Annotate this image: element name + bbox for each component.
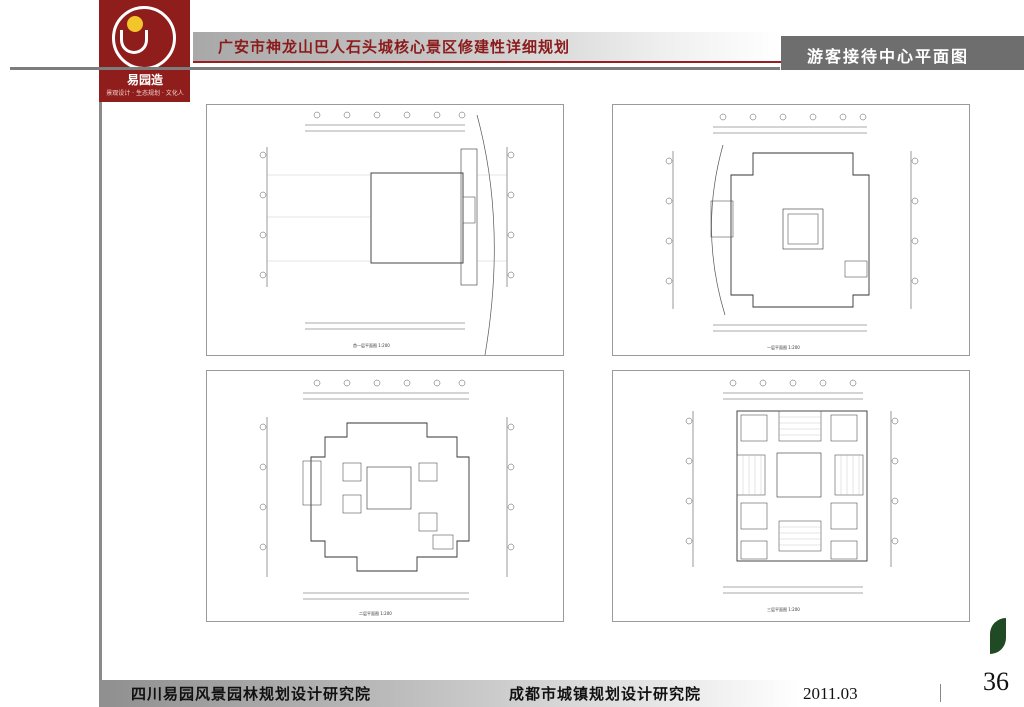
header-divider-gray [10, 67, 780, 70]
left-margin-rule [99, 102, 102, 682]
leaf-icon [990, 618, 1006, 654]
logo-swoosh-icon [120, 30, 148, 54]
floor-plan-2-drawing [665, 113, 919, 332]
floor-plan-1: 首一层平面图 1:200 [206, 104, 564, 356]
footer-institute-1: 四川易园风景园林规划设计研究院 [131, 685, 372, 703]
footer-date: 2011.03 [803, 684, 858, 703]
floor-plan-4: 三层平面图 1:200 [612, 370, 970, 622]
project-title-band: 广安市神龙山巴人石头城核心景区修建性详细规划 [193, 32, 780, 62]
page-title-box: 游客接待中心平面图 [781, 36, 1024, 70]
logo-name: 易园造 [126, 73, 163, 87]
floor-plan-3-label: 二层平面图 1:200 [359, 611, 392, 616]
footer-divider [940, 684, 941, 702]
floor-plan-4-label: 三层平面图 1:200 [767, 607, 800, 612]
floor-plan-2-label: 一层平面图 1:200 [767, 345, 800, 350]
page-title: 游客接待中心平面图 [807, 47, 970, 66]
logo: 易园造 景观设计 · 生态规划 · 文化人 [99, 0, 190, 102]
floor-plan-1-label: 首一层平面图 1:200 [353, 343, 390, 348]
footer-band: 四川易园风景园林规划设计研究院 成都市城镇规划设计研究院 [99, 680, 799, 707]
header-divider-red [193, 61, 783, 63]
floor-plan-3: 二层平面图 1:200 [206, 370, 564, 622]
logo-sun-icon [127, 16, 143, 32]
floor-plan-3-drawing [259, 379, 515, 600]
project-title: 广安市神龙山巴人石头城核心景区修建性详细规划 [218, 38, 571, 56]
footer-institute-2: 成都市城镇规划设计研究院 [509, 685, 702, 703]
floor-plan-4-drawing [685, 379, 899, 594]
floor-plan-1-drawing [259, 111, 515, 356]
floor-plan-2: 一层平面图 1:200 [612, 104, 970, 356]
page-number: 36 [983, 667, 1009, 696]
logo-subtitle: 景观设计 · 生态规划 · 文化人 [106, 90, 184, 97]
